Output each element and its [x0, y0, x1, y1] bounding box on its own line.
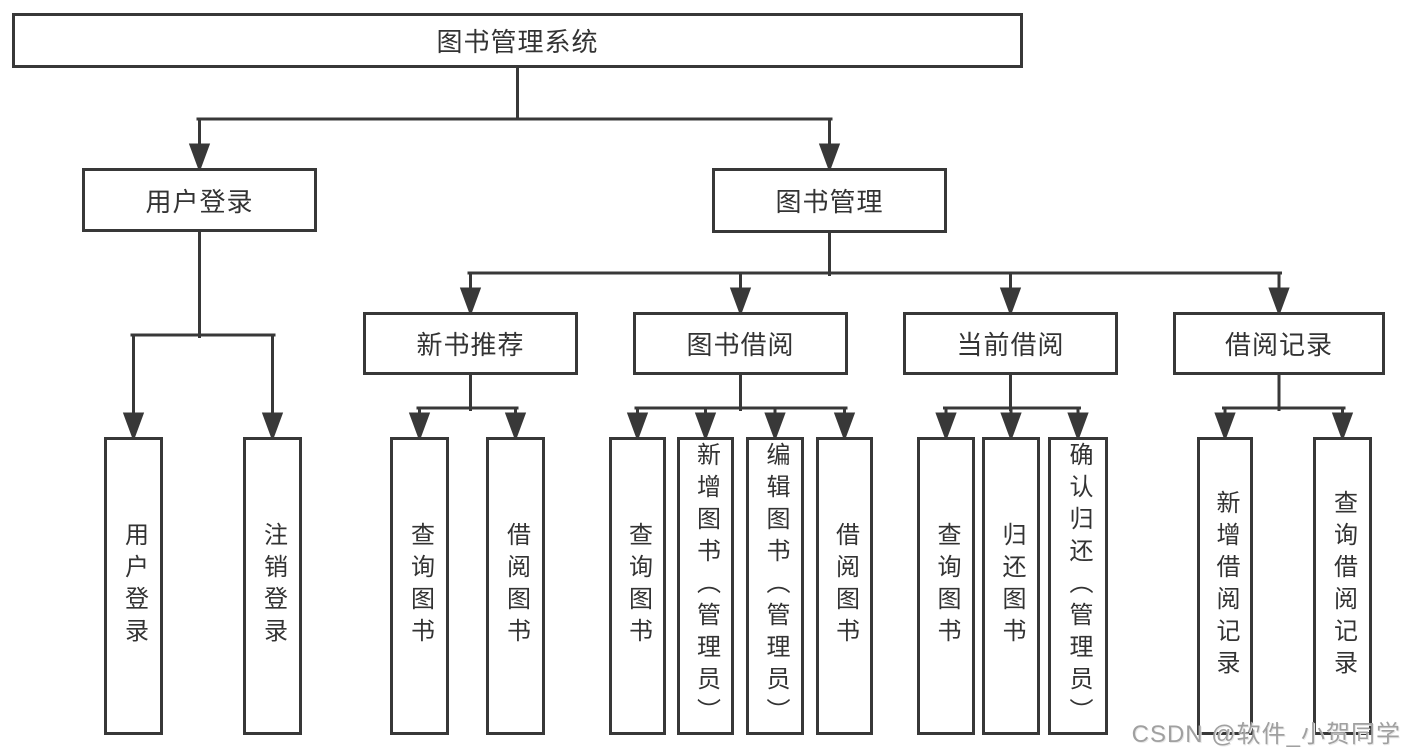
- arrowhead: [1067, 412, 1089, 442]
- node-book-borrowing: 图书借阅: [633, 312, 848, 375]
- leaf-query-books-current-label: 查询图书: [933, 522, 960, 650]
- arrowhead: [818, 143, 841, 173]
- arrowhead: [935, 412, 957, 442]
- node-root: 图书管理系统: [12, 13, 1023, 68]
- tree-edges: [122, 64, 1354, 442]
- leaf-query-books-borrowing-label: 查询图书: [624, 522, 652, 650]
- leaf-add-book-admin: 新增图书（管理员）: [677, 437, 734, 735]
- arrowhead: [504, 412, 527, 442]
- arrowhead: [729, 287, 752, 317]
- leaf-logout: 注销登录: [243, 437, 302, 735]
- node-root-label: 图书管理系统: [436, 27, 599, 57]
- node-user-login-label: 用户登录: [145, 186, 254, 217]
- leaf-user-login-label: 用户登录: [120, 522, 148, 650]
- arrowhead: [764, 412, 786, 442]
- arrowhead: [1268, 287, 1290, 317]
- leaf-add-book-admin-label: 新增图书（管理员）: [692, 442, 720, 730]
- arrowhead: [694, 412, 717, 442]
- node-borrowing-records-label: 借阅记录: [1224, 330, 1333, 360]
- arrowhead: [188, 143, 211, 173]
- leaf-borrow-books-borrowing: 借阅图书: [816, 437, 873, 735]
- arrowhead: [459, 287, 482, 317]
- leaf-confirm-return-admin: 确认归还（管理员）: [1048, 437, 1108, 735]
- leaf-edit-book-admin-label: 编辑图书（管理员）: [762, 442, 789, 730]
- leaf-edit-book-admin: 编辑图书（管理员）: [746, 437, 804, 735]
- node-book-management: 图书管理: [712, 168, 947, 233]
- leaf-return-books: 归还图书: [982, 437, 1040, 735]
- arrowhead: [1214, 412, 1236, 442]
- leaf-confirm-return-admin-label: 确认归还（管理员）: [1065, 442, 1092, 730]
- csdn-watermark: CSDN @软件_小贺同学: [1131, 721, 1401, 747]
- leaf-query-books-current: 查询图书: [917, 437, 975, 735]
- node-user-login: 用户登录: [82, 168, 317, 232]
- node-current-borrowing-label: 当前借阅: [956, 330, 1065, 360]
- node-new-book-recommendation-label: 新书推荐: [416, 330, 525, 360]
- arrowhead: [833, 412, 856, 442]
- leaf-return-books-label: 归还图书: [998, 522, 1025, 650]
- arrowhead: [1331, 412, 1354, 442]
- node-new-book-recommendation: 新书推荐: [363, 312, 578, 375]
- node-borrowing-records: 借阅记录: [1173, 312, 1385, 375]
- arrowhead: [626, 412, 649, 442]
- leaf-query-books-recommend-label: 查询图书: [406, 522, 434, 650]
- arrowhead: [261, 412, 284, 442]
- leaf-add-borrow-record: 新增借阅记录: [1197, 437, 1253, 735]
- leaf-query-borrow-record: 查询借阅记录: [1313, 437, 1372, 735]
- leaf-user-login: 用户登录: [104, 437, 163, 735]
- leaf-add-borrow-record-label: 新增借阅记录: [1212, 490, 1239, 682]
- arrowhead: [999, 287, 1022, 317]
- leaf-borrow-books-recommend: 借阅图书: [486, 437, 545, 735]
- leaf-query-borrow-record-label: 查询借阅记录: [1329, 490, 1357, 682]
- node-current-borrowing: 当前借阅: [903, 312, 1118, 375]
- leaf-borrow-books-borrowing-label: 借阅图书: [831, 522, 859, 650]
- leaf-borrow-books-recommend-label: 借阅图书: [502, 522, 530, 650]
- arrowhead: [122, 412, 145, 442]
- leaf-query-books-recommend: 查询图书: [390, 437, 449, 735]
- leaf-query-books-borrowing: 查询图书: [609, 437, 666, 735]
- node-book-borrowing-label: 图书借阅: [686, 330, 795, 360]
- leaf-logout-label: 注销登录: [259, 522, 287, 650]
- node-book-management-label: 图书管理: [775, 187, 884, 217]
- arrowhead: [1000, 412, 1022, 442]
- arrowhead: [408, 412, 431, 442]
